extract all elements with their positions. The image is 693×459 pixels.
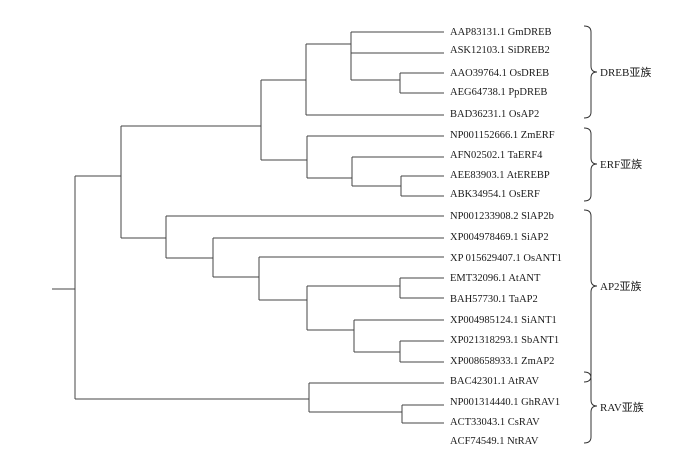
- leaf-label: XP004978469.1 SiAP2: [450, 232, 549, 243]
- leaf-labels: AAP83131.1 GmDREB ASK12103.1 SiDREB2 AAO…: [450, 27, 562, 447]
- leaf-label: AFN02502.1 TaERF4: [450, 150, 543, 161]
- leaf-label: ASK12103.1 SiDREB2: [450, 45, 550, 56]
- leaf-label: XP004985124.1 SiANT1: [450, 315, 557, 326]
- leaf-label: NP001152666.1 ZmERF: [450, 130, 555, 141]
- group-labels: DREB亚族 ERF亚族 AP2亚族 RAV亚族: [600, 65, 651, 414]
- leaf-label: AAP83131.1 GmDREB: [450, 27, 552, 38]
- erf-bracket: [583, 127, 598, 202]
- group-brackets: [583, 25, 598, 444]
- leaf-label: ACT33043.1 CsRAV: [450, 417, 540, 428]
- leaf-label: BAD36231.1 OsAP2: [450, 109, 539, 120]
- leaf-label: XP 015629407.1 OsANT1: [450, 253, 562, 264]
- leaf-label: AEE83903.1 AtEREBP: [450, 170, 550, 181]
- leaf-label: XP008658933.1 ZmAP2: [450, 356, 554, 367]
- group-label-dreb: DREB亚族: [600, 65, 651, 79]
- group-label-rav: RAV亚族: [600, 400, 644, 414]
- leaf-label: AAO39764.1 OsDREB: [450, 68, 549, 79]
- leaf-label: NP001314440.1 GhRAV1: [450, 397, 560, 408]
- dreb-bracket: [583, 25, 598, 119]
- leaf-label: ACF74549.1 NtRAV: [450, 436, 539, 447]
- ap2-bracket: [583, 209, 598, 383]
- rav-bracket: [583, 371, 598, 444]
- leaf-label: AEG64738.1 PpDREB: [450, 87, 547, 98]
- tree-branches: [52, 31, 444, 424]
- group-label-ap2: AP2亚族: [600, 279, 642, 293]
- leaf-label: NP001233908.2 SlAP2b: [450, 211, 554, 222]
- leaf-label: EMT32096.1 AtANT: [450, 273, 541, 284]
- group-label-erf: ERF亚族: [600, 157, 642, 171]
- leaf-label: ABK34954.1 OsERF: [450, 189, 540, 200]
- leaf-label: BAH57730.1 TaAP2: [450, 294, 538, 305]
- leaf-label: XP021318293.1 SbANT1: [450, 335, 559, 346]
- leaf-label: BAC42301.1 AtRAV: [450, 376, 539, 387]
